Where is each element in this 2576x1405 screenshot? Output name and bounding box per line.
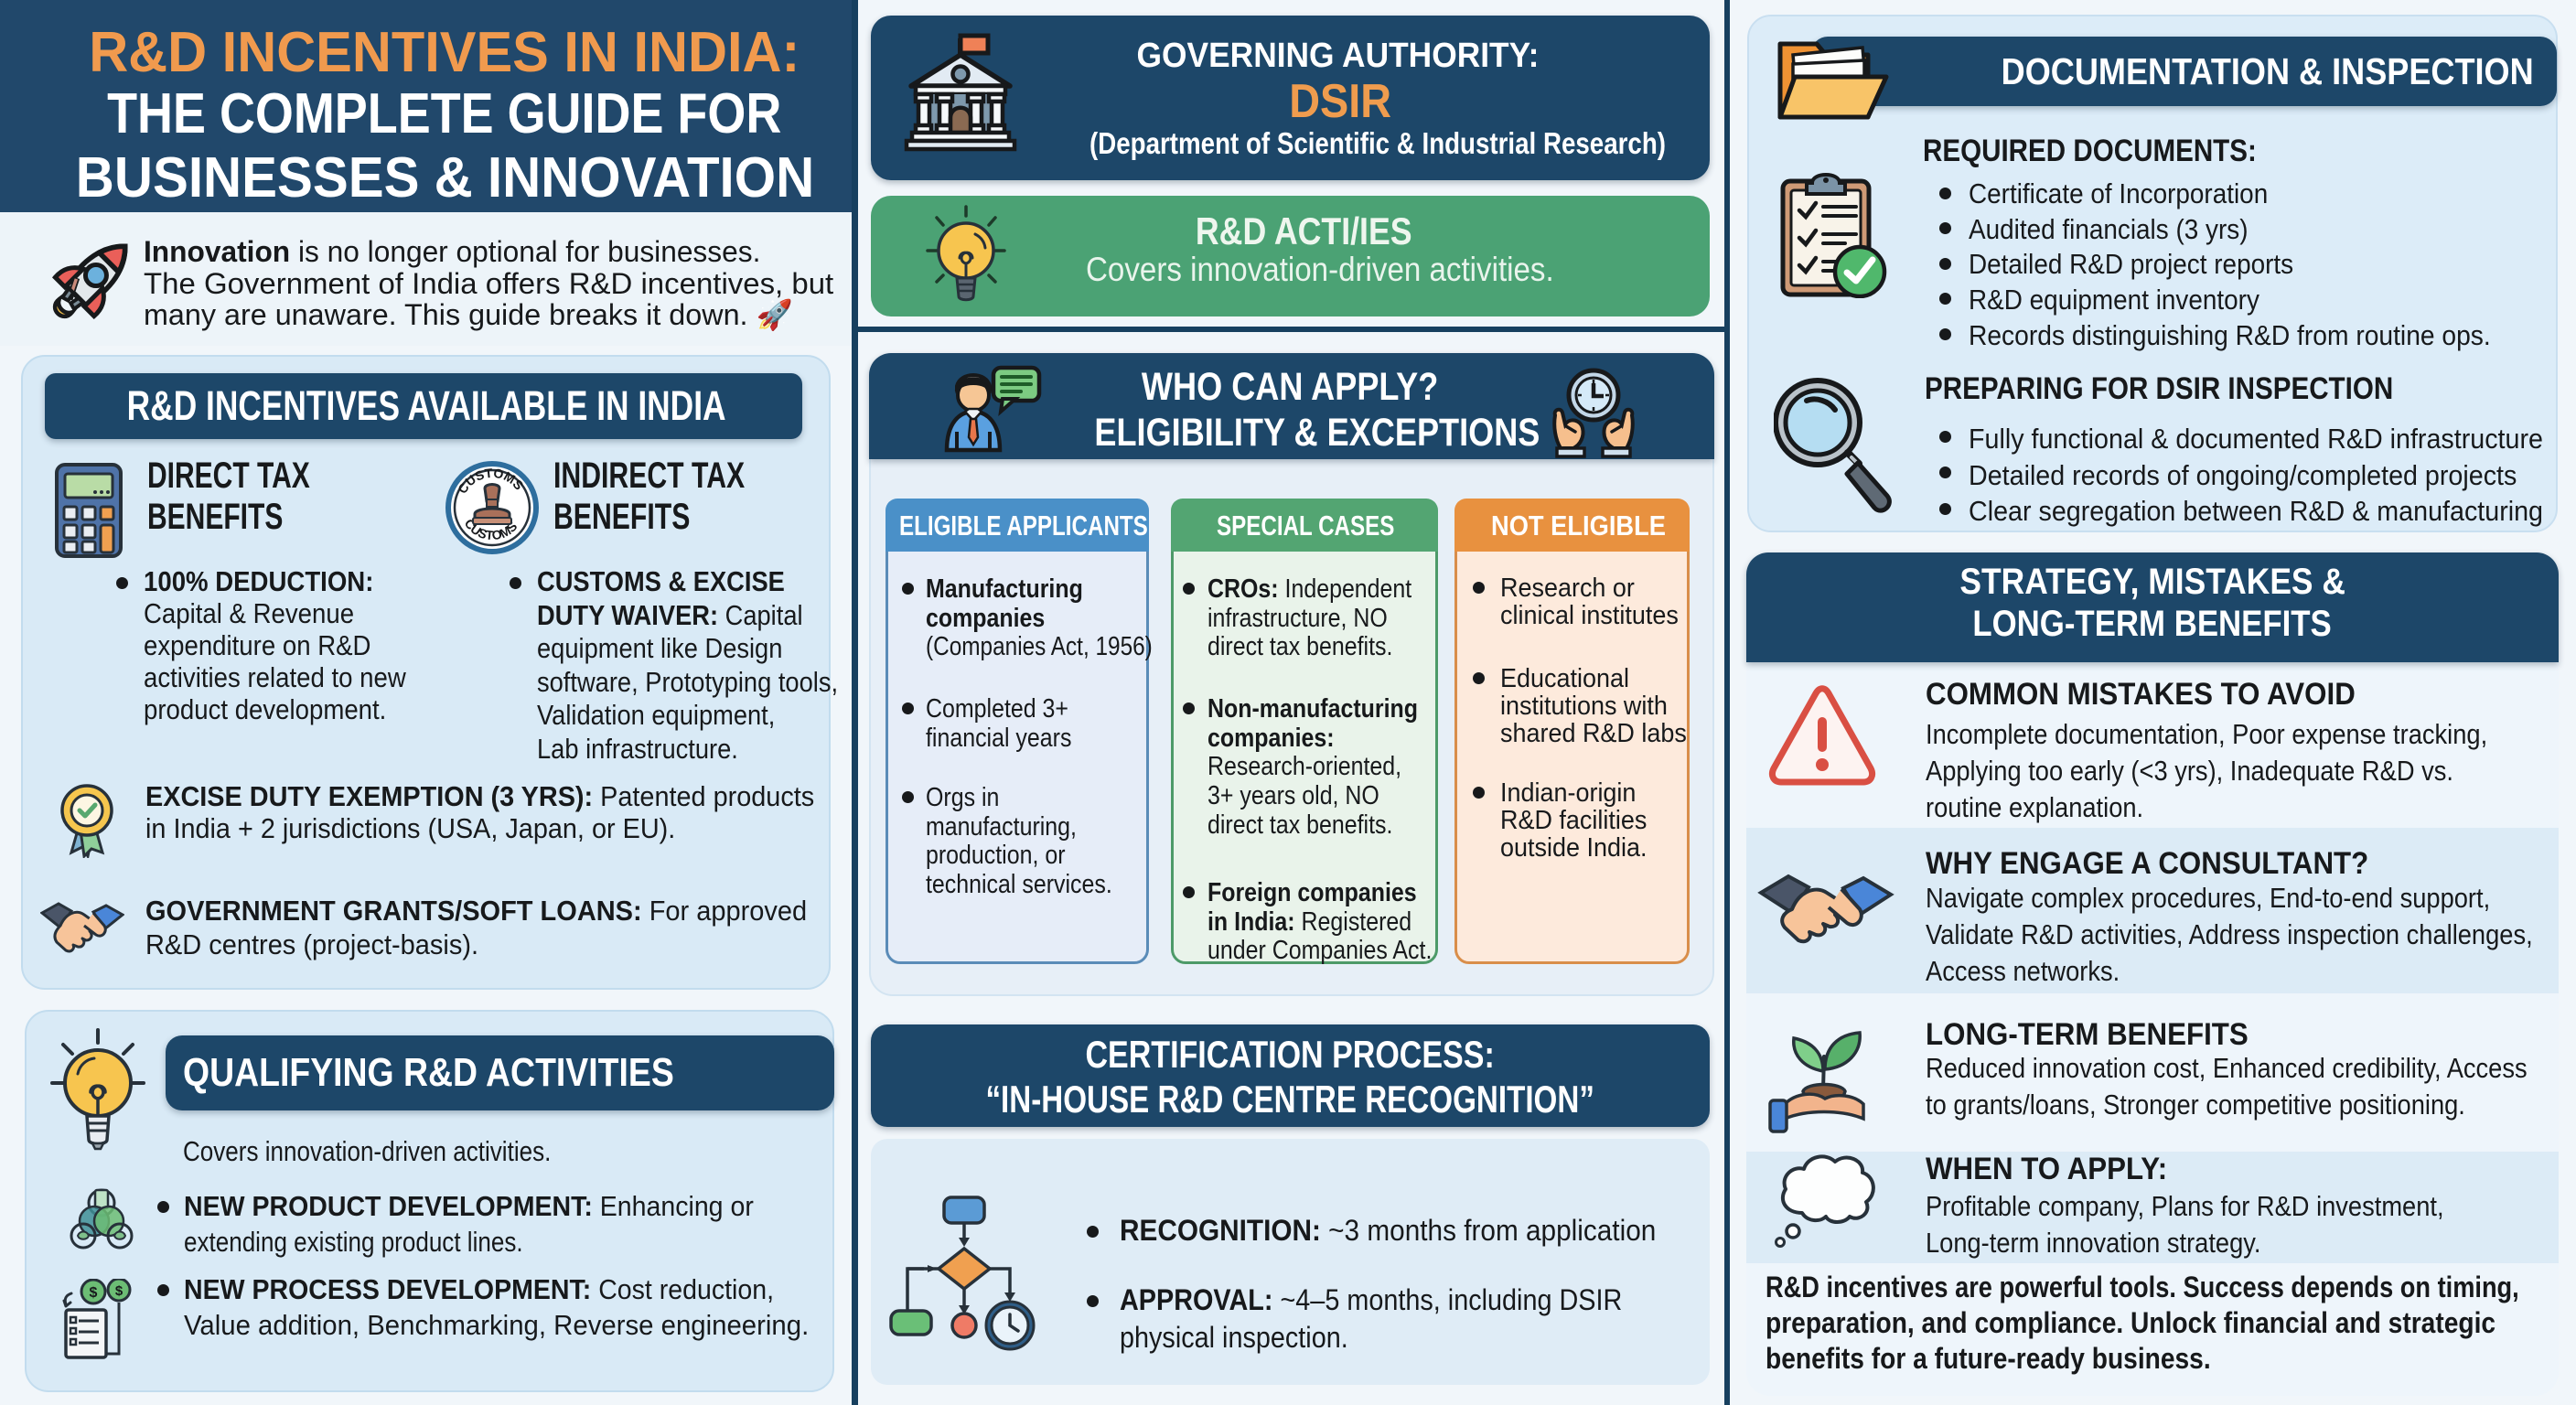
svg-text:$: $ (115, 1283, 123, 1299)
svg-text:$: $ (90, 1285, 98, 1301)
